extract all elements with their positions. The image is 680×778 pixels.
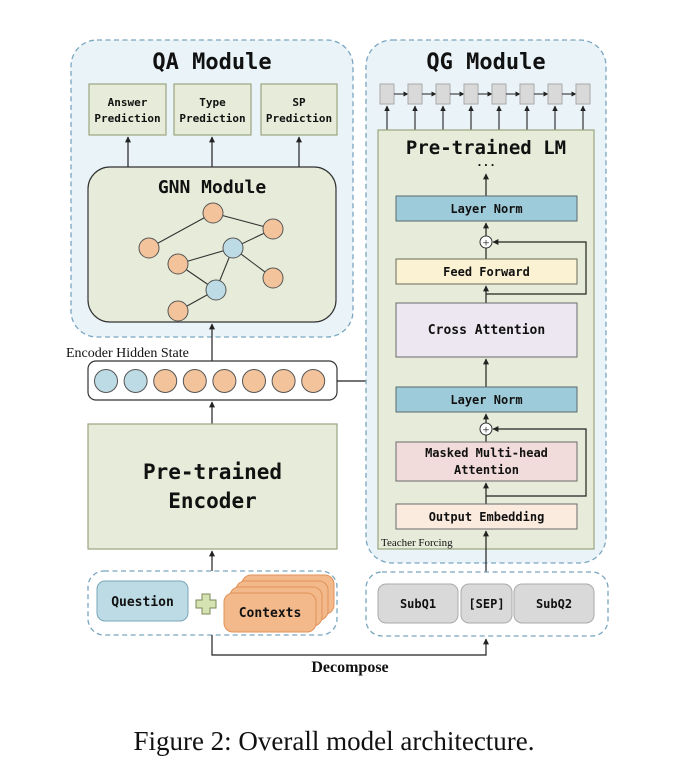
encoder-hidden-state [87, 360, 338, 401]
type-prediction-label: Type [199, 96, 226, 109]
hidden-state-token-context [242, 369, 266, 393]
gnn-node-context [262, 267, 284, 289]
subq1-label: SubQ1 [400, 597, 436, 611]
gnn-node-context [262, 218, 284, 240]
output-token [547, 83, 563, 105]
pretrained-encoder-box: Pre-trained Encoder [87, 423, 338, 550]
sp-prediction-label: SP [292, 96, 306, 109]
masked-attention-label-2: Attention [454, 463, 519, 477]
plus-icon [195, 593, 217, 615]
masked-attention-box: Masked Multi-head Attention [395, 441, 578, 482]
sp-prediction-box: SP Prediction [260, 83, 338, 136]
gnn-edge [148, 212, 214, 249]
sp-prediction-label-2: Prediction [266, 112, 332, 125]
output-token [491, 83, 507, 105]
residual-connection-bottom [486, 426, 587, 497]
output-embedding-label: Output Embedding [429, 510, 545, 524]
qg-module: QG Module Pre-trained LM ... Layer Norm … [365, 39, 607, 572]
hidden-state-token-context [301, 369, 326, 393]
type-prediction-label-2: Prediction [179, 112, 245, 125]
figure-caption: Figure 2: Overall model architecture. [133, 726, 534, 756]
lm-title: Pre-trained LM [406, 137, 566, 159]
qa-module-title: QA Module [152, 50, 271, 75]
subquestions-group: SubQ1 [SEP] SubQ2 [365, 571, 609, 637]
contexts-stack: Contexts [223, 574, 335, 633]
residual-add-symbol-bottom: + [482, 426, 490, 436]
subq1-box: SubQ1 [377, 583, 459, 624]
layer-norm-top-label: Layer Norm [450, 202, 522, 216]
output-token [575, 83, 591, 105]
contexts-card-front [223, 592, 317, 633]
subq2-label: SubQ2 [536, 597, 572, 611]
residual-add-icon-top: + [479, 235, 493, 249]
output-embedding-box: Output Embedding [395, 503, 578, 530]
layer-norm-bottom: Layer Norm [395, 386, 578, 413]
gnn-module-title: GNN Module [158, 177, 267, 198]
gnn-node-context [202, 202, 224, 224]
encoder-label-2: Encoder [168, 489, 257, 513]
output-token [379, 83, 395, 105]
gnn-node-question [205, 279, 227, 301]
gnn-module: GNN Module [87, 166, 337, 323]
output-tokens [379, 83, 591, 130]
feed-forward-box: Feed Forward [395, 258, 578, 285]
gnn-nodes [138, 202, 284, 322]
hidden-state-token-question [123, 369, 148, 393]
answer-prediction-box: Answer Prediction [88, 83, 167, 136]
question-box: Question [96, 580, 189, 622]
gnn-node-context [167, 253, 189, 275]
hidden-state-token-question [94, 369, 118, 393]
teacher-forcing-label: Teacher Forcing [381, 537, 453, 549]
encoder-label-1: Pre-trained [143, 460, 282, 484]
output-token [463, 83, 479, 105]
layer-norm-top: Layer Norm [395, 195, 578, 222]
output-token [435, 83, 451, 105]
question-label: Question [111, 595, 174, 610]
layer-norm-bottom-label: Layer Norm [450, 393, 522, 407]
decompose-label: Decompose [311, 659, 388, 676]
gnn-node-context [167, 300, 189, 322]
hidden-state-token-context [153, 369, 178, 393]
gnn-node-question [222, 237, 244, 259]
qa-module: QA Module Answer Prediction Type Predict… [70, 39, 354, 338]
sep-label: [SEP] [468, 597, 504, 611]
hidden-state-token-context [182, 369, 207, 393]
output-token [519, 83, 535, 105]
qg-module-title: QG Module [426, 50, 545, 75]
masked-attention-label-1: Masked Multi-head [425, 446, 548, 460]
output-token [407, 83, 423, 105]
residual-add-icon-bottom: + [479, 422, 493, 436]
residual-connection-top [486, 239, 587, 295]
answer-prediction-label-2: Prediction [94, 112, 160, 125]
subq2-box: SubQ2 [513, 583, 595, 624]
cross-attention-box: Cross Attention [395, 302, 578, 358]
gnn-node-context [138, 237, 160, 259]
inputs-group: Question Contexts [87, 570, 338, 636]
type-prediction-box: Type Prediction [173, 83, 252, 136]
answer-prediction-label: Answer [108, 96, 148, 109]
residual-add-symbol-top: + [482, 239, 490, 249]
decompose-arrow [211, 635, 489, 656]
encoder-hidden-state-label: Encoder Hidden State [66, 346, 189, 361]
lm-ellipsis: ... [476, 156, 496, 169]
sep-token-box: [SEP] [460, 583, 513, 624]
hidden-state-token-context [271, 369, 296, 393]
hidden-state-token-context [212, 369, 237, 393]
feed-forward-label: Feed Forward [443, 265, 530, 279]
cross-attention-label: Cross Attention [428, 323, 545, 338]
contexts-label: Contexts [239, 606, 302, 621]
